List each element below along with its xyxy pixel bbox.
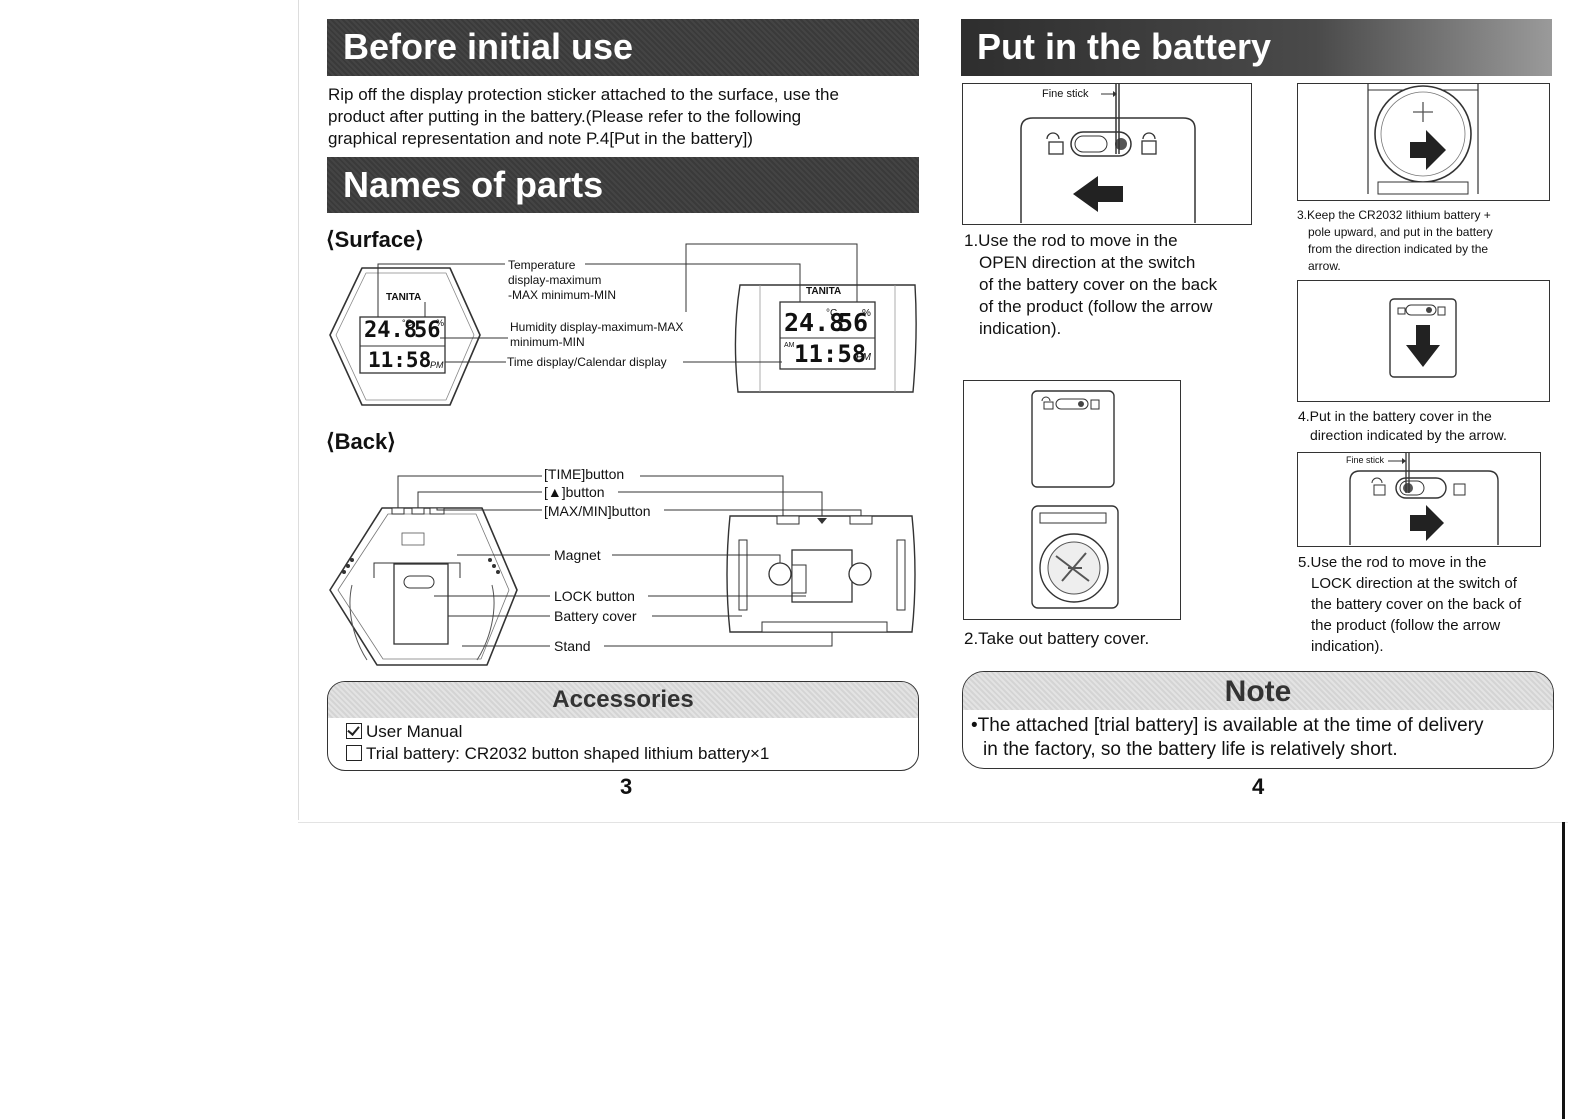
fine-stick-label-1: Fine stick bbox=[1042, 88, 1089, 100]
right-device-brand: TANITA bbox=[806, 286, 842, 297]
humidity-label-2: minimum-MIN bbox=[510, 335, 585, 349]
temp-label-3: -MAX minimum-MIN bbox=[508, 288, 616, 302]
temp-label-2: display-maximum bbox=[508, 273, 602, 287]
accessory-item-manual: User Manual bbox=[346, 721, 918, 743]
up-button-label: [▲]button bbox=[544, 484, 605, 500]
fine-stick-label-2: Fine stick bbox=[1346, 455, 1385, 465]
page-number-left: 3 bbox=[620, 774, 633, 799]
note-line-1: •The attached [trial battery] is availab… bbox=[971, 715, 1484, 736]
before-text-line-1: Rip off the display protection sticker a… bbox=[328, 85, 839, 104]
page-edge-right bbox=[1562, 822, 1565, 1119]
left-device-temp-unit: °C bbox=[402, 318, 413, 328]
right-device-am: AM bbox=[784, 342, 795, 349]
step4-drawing bbox=[1389, 298, 1457, 378]
right-device-temp: 24.8 bbox=[784, 308, 845, 337]
right-device-hum-unit: % bbox=[862, 308, 871, 319]
step1-text-1: 1.Use the rod to move in the bbox=[964, 231, 1178, 250]
lock-button-label: LOCK button bbox=[554, 588, 635, 604]
step3-text-2: pole upward, and put in the battery bbox=[1308, 225, 1493, 239]
temp-label-1: Temperature bbox=[508, 258, 576, 272]
unchecked-box-icon bbox=[346, 745, 362, 761]
back-heading: ⟨Back⟩ bbox=[326, 429, 396, 454]
accessories-list: User Manual Trial battery: CR2032 button… bbox=[328, 718, 918, 765]
accessory-item-battery: Trial battery: CR2032 button shaped lith… bbox=[346, 743, 918, 765]
accessories-title: Accessories bbox=[328, 682, 918, 718]
before-text-line-2: product after putting in the battery.(Pl… bbox=[328, 107, 802, 126]
right-device-time: 11:58 bbox=[794, 340, 867, 368]
left-device-hum-unit: % bbox=[436, 318, 445, 328]
step3-text-4: arrow. bbox=[1308, 259, 1341, 273]
left-device-hum: 56 bbox=[414, 318, 441, 343]
step1-text-3: of the battery cover on the back bbox=[979, 275, 1218, 294]
left-device-time: 11:58 bbox=[368, 348, 432, 372]
accessory-battery-text: Trial battery: CR2032 button shaped lith… bbox=[366, 744, 770, 763]
page-edge-left bbox=[298, 0, 299, 820]
left-device-pm: PM bbox=[430, 360, 444, 370]
back-diagram bbox=[329, 475, 916, 666]
surface-diagram bbox=[329, 243, 917, 406]
maxmin-button-label: [MAX/MIN]button bbox=[544, 503, 651, 519]
left-device-temp: 24.8 bbox=[364, 318, 417, 343]
note-title: Note bbox=[963, 672, 1553, 710]
note-line-2: in the factory, so the battery life is r… bbox=[983, 739, 1398, 760]
step1-drawing bbox=[1020, 84, 1196, 223]
step4-text-1: 4.Put in the battery cover in the bbox=[1298, 408, 1492, 424]
checked-box-icon bbox=[346, 723, 362, 739]
accessories-box: Accessories User Manual Trial battery: C… bbox=[327, 681, 919, 771]
step3-drawing bbox=[1367, 84, 1479, 195]
time-display-label: Time display/Calendar display bbox=[507, 355, 667, 369]
step1-text-4: of the product (follow the arrow bbox=[979, 297, 1213, 316]
step3-text-1: 3.Keep the CR2032 lithium battery + bbox=[1297, 208, 1491, 222]
stand-label: Stand bbox=[554, 638, 591, 654]
time-button-label: [TIME]button bbox=[544, 466, 625, 482]
step1-text-5: indication). bbox=[979, 319, 1062, 338]
step5-image bbox=[1297, 452, 1541, 547]
surface-heading: ⟨Surface⟩ bbox=[326, 227, 424, 252]
right-device-pm: PM bbox=[856, 352, 871, 363]
left-device-brand: TANITA bbox=[386, 292, 422, 303]
page-edge-bottom bbox=[298, 822, 1568, 823]
before-initial-use-heading: Before initial use bbox=[327, 19, 919, 76]
right-device-hum: 56 bbox=[838, 308, 869, 337]
humidity-label-1: Humidity display-maximum-MAX bbox=[510, 320, 684, 334]
step5-text-1: 5.Use the rod to move in the bbox=[1298, 554, 1487, 571]
step5-text-4: the product (follow the arrow bbox=[1311, 617, 1501, 634]
put-in-battery-heading: Put in the battery bbox=[961, 19, 1552, 76]
note-box: Note •The attached [trial battery] is av… bbox=[962, 671, 1554, 769]
step5-text-5: indication). bbox=[1311, 638, 1384, 655]
before-text-line-3: graphical representation and note P.4[Pu… bbox=[328, 129, 753, 148]
step5-text-3: the battery cover on the back of bbox=[1311, 596, 1522, 613]
step3-text-3: from the direction indicated by the bbox=[1308, 242, 1489, 256]
right-device-temp-unit: °C bbox=[826, 308, 838, 319]
battery-cover-label: Battery cover bbox=[554, 608, 637, 624]
names-of-parts-heading: Names of parts bbox=[327, 157, 919, 213]
accessory-manual-text: User Manual bbox=[366, 722, 463, 741]
page-number-right: 4 bbox=[1252, 774, 1265, 799]
step5-drawing bbox=[1349, 453, 1499, 545]
step5-text-2: LOCK direction at the switch of bbox=[1311, 575, 1517, 592]
step2-drawing bbox=[1031, 390, 1119, 609]
step1-text-2: OPEN direction at the switch bbox=[979, 253, 1196, 272]
magnet-label: Magnet bbox=[554, 547, 601, 563]
step4-text-2: direction indicated by the arrow. bbox=[1310, 427, 1507, 443]
step2-text: 2.Take out battery cover. bbox=[964, 629, 1150, 648]
